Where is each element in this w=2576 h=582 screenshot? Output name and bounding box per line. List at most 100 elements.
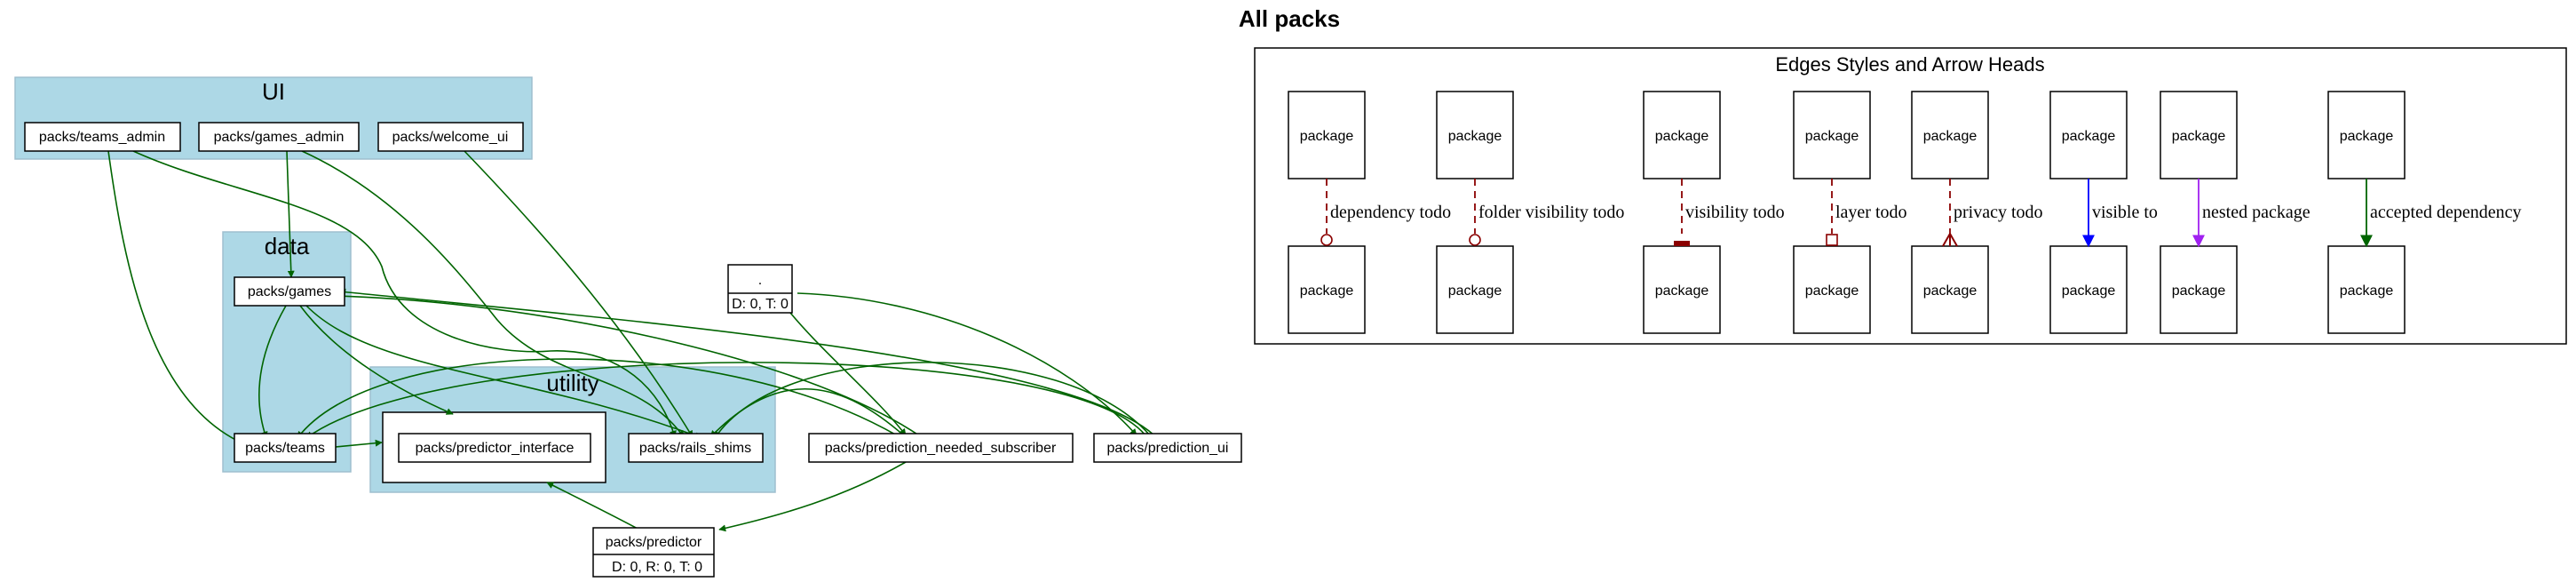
edge-prediction-ui-to-teams	[305, 362, 1146, 439]
edge-prediction-ui-to-games	[338, 288, 1155, 436]
node-prediction-needed-subscriber[interactable]: packs/prediction_needed_subscriber	[808, 433, 1074, 463]
legend-edge-label: dependency todo	[1330, 203, 1451, 222]
legend-package-bottom: package	[1793, 245, 1871, 334]
legend-package-label: package	[2172, 283, 2226, 299]
legend-package-top: package	[2049, 91, 2128, 179]
cluster-data: data	[222, 231, 352, 473]
legend-item: package package nested package	[2160, 91, 2310, 334]
legend-package-top: package	[2160, 91, 2238, 179]
edge-teams-to-predictor-interface	[335, 439, 383, 448]
legend-edge-label: folder visibility todo	[1478, 203, 1624, 222]
node-prediction-needed-subscriber-label: packs/prediction_needed_subscriber	[825, 441, 1057, 456]
legend-edge-label: visibility todo	[1685, 203, 1785, 222]
edge-games-to-teams	[258, 305, 287, 439]
legend-package-label: package	[1805, 283, 1859, 299]
legend-package-label: package	[1448, 129, 1502, 144]
edge-subscriber-to-predictor	[718, 461, 907, 532]
legend-edge-label: layer todo	[1835, 203, 1907, 222]
edge-games-admin-to-rails-shims	[301, 150, 685, 438]
legend-arrow-head	[1942, 231, 1958, 247]
legend-item: package package visibility todo	[1643, 91, 1785, 334]
legend-package-bottom: package	[2049, 245, 2128, 334]
legend-package-label: package	[2340, 283, 2394, 299]
legend-title: Edges Styles and Arrow Heads	[1775, 53, 2044, 76]
node-welcome-ui[interactable]: packs/welcome_ui	[377, 122, 524, 152]
legend-package-top: package	[1911, 91, 1989, 179]
legend-package-top: package	[2327, 91, 2406, 179]
node-prediction-ui-label: packs/prediction_ui	[1107, 441, 1229, 456]
legend-package-bottom: package	[1436, 245, 1514, 334]
node-games-admin-label: packs/games_admin	[214, 130, 345, 145]
node-predictor[interactable]: packs/predictor D: 0, R: 0, T: 0	[592, 527, 715, 578]
node-games-admin[interactable]: packs/games_admin	[198, 122, 360, 152]
edge-games-to-predictor-interface	[299, 305, 454, 415]
edge-games-to-rails-shims	[305, 305, 702, 440]
edge-root-to-subscriber	[789, 312, 907, 436]
legend-package-label: package	[1923, 129, 1978, 144]
legend-item: package package layer todo	[1793, 91, 1907, 334]
legend-edge-label: nested package	[2202, 203, 2310, 222]
legend-arrow-head	[1320, 234, 1333, 246]
node-prediction-ui[interactable]: packs/prediction_ui	[1093, 433, 1242, 463]
legend-item: package package privacy todo	[1911, 91, 2043, 334]
legend-package-label: package	[1805, 129, 1859, 144]
node-teams-label: packs/teams	[245, 441, 325, 456]
cluster-utility: utility	[369, 366, 776, 493]
legend-package-bottom: package	[1911, 245, 1989, 334]
legend-edge-label: accepted dependency	[2370, 203, 2521, 222]
legend-edge-label: visible to	[2092, 203, 2158, 222]
edge-root-to-prediction-ui	[797, 292, 1137, 436]
legend-package-label: package	[2340, 129, 2394, 144]
node-root[interactable]: . D: 0, T: 0	[727, 264, 793, 314]
node-teams-admin[interactable]: packs/teams_admin	[24, 122, 181, 152]
node-rails-shims[interactable]: packs/rails_shims	[628, 433, 764, 463]
edge-prediction-ui-to-rails-shims	[714, 362, 1151, 439]
legend-package-bottom: package	[2327, 245, 2406, 334]
legend-arrow-head	[1674, 241, 1690, 246]
dependency-edges	[107, 150, 1155, 532]
legend-item: package package visible to	[2049, 91, 2158, 334]
node-root-label: .	[758, 273, 762, 288]
node-predictor-interface-label: packs/predictor_interface	[416, 441, 575, 456]
legend-package-label: package	[2172, 129, 2226, 144]
legend-package-label: package	[1300, 283, 1354, 299]
node-predictor-stats: D: 0, R: 0, T: 0	[612, 560, 702, 575]
node-welcome-ui-label: packs/welcome_ui	[392, 130, 509, 145]
node-predictor-interface[interactable]: packs/predictor_interface	[398, 433, 591, 463]
legend-item: package package accepted dependency	[2327, 91, 2521, 334]
legend: Edges Styles and Arrow Heads packagepack…	[1254, 47, 2567, 345]
node-predictor-label: packs/predictor	[606, 535, 702, 550]
edge-subscriber-to-games	[337, 292, 920, 436]
legend-package-top: package	[1436, 91, 1514, 179]
legend-package-bottom: package	[2160, 245, 2238, 334]
legend-package-top: package	[1288, 91, 1366, 179]
edge-subscriber-to-teams	[297, 358, 898, 439]
legend-package-label: package	[1300, 129, 1354, 144]
legend-edge-label: privacy todo	[1954, 203, 2043, 222]
legend-package-label: package	[2062, 283, 2116, 299]
legend-package-label: package	[1655, 283, 1709, 299]
legend-package-label: package	[2062, 129, 2116, 144]
legend-arrow-head	[1469, 234, 1481, 246]
legend-package-bottom: package	[1288, 245, 1366, 334]
edge-predictor-to-predictor-interface	[546, 482, 640, 530]
edge-teams-admin-to-teams	[107, 150, 252, 449]
legend-package-top: package	[1793, 91, 1871, 179]
legend-package-label: package	[1655, 129, 1709, 144]
node-teams-admin-label: packs/teams_admin	[39, 130, 165, 145]
legend-package-label: package	[1448, 283, 1502, 299]
legend-arrow-head	[1826, 234, 1838, 246]
legend-package-top: package	[1643, 91, 1721, 179]
edge-welcome-ui-to-rails-shims	[464, 150, 694, 438]
node-games[interactable]: packs/games	[234, 276, 345, 307]
cluster-ui-label: UI	[262, 78, 285, 105]
node-games-label: packs/games	[248, 284, 331, 299]
legend-package-label: package	[1923, 283, 1978, 299]
node-root-stats: D: 0, T: 0	[732, 297, 789, 312]
legend-item: package package dependency todo	[1288, 91, 1451, 334]
node-teams[interactable]: packs/teams	[234, 433, 337, 463]
cluster-utility-label: utility	[546, 370, 598, 396]
edge-teams-admin-to-rails-shims	[132, 150, 677, 438]
